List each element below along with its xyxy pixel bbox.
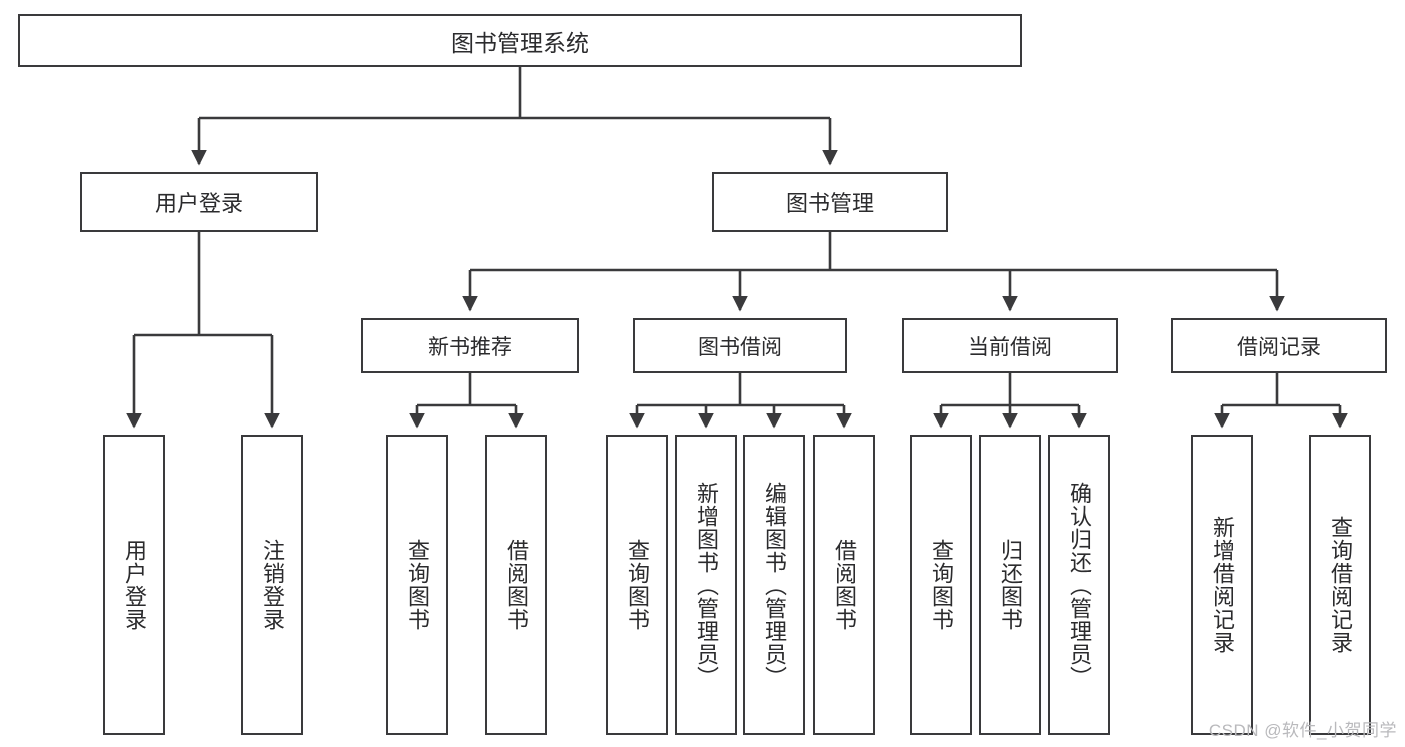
node-leaf-return-book[interactable]: 归还图书 xyxy=(979,435,1041,735)
node-book-borrow[interactable]: 图书借阅 xyxy=(633,318,847,373)
node-leaf-borrow-book-1[interactable]: 借阅图书 xyxy=(485,435,547,735)
node-label: 确认归还（管理员） xyxy=(1066,481,1092,689)
node-label: 新书推荐 xyxy=(428,335,512,359)
node-label: 编辑图书（管理员） xyxy=(761,481,787,689)
node-book-management[interactable]: 图书管理 xyxy=(712,172,948,232)
node-label: 用户登录 xyxy=(154,191,243,216)
node-leaf-borrow-book-2[interactable]: 借阅图书 xyxy=(813,435,875,735)
node-label: 归还图书 xyxy=(997,539,1023,631)
node-leaf-query-book-2[interactable]: 查询图书 xyxy=(606,435,668,735)
node-leaf-user-login[interactable]: 用户登录 xyxy=(103,435,165,735)
node-label: 图书管理系统 xyxy=(451,29,589,56)
node-label: 查询借阅记录 xyxy=(1327,516,1353,654)
node-label: 查询图书 xyxy=(404,539,430,631)
node-label: 用户登录 xyxy=(121,539,147,631)
node-leaf-confirm-return[interactable]: 确认归还（管理员） xyxy=(1048,435,1110,735)
node-leaf-logout[interactable]: 注销登录 xyxy=(241,435,303,735)
node-label: 当前借阅 xyxy=(968,335,1052,359)
node-label: 借阅图书 xyxy=(831,539,857,631)
node-new-book-recommend[interactable]: 新书推荐 xyxy=(361,318,579,373)
node-label: 查询图书 xyxy=(928,539,954,631)
node-label: 新增图书（管理员） xyxy=(693,481,719,689)
node-label: 注销登录 xyxy=(259,539,285,631)
node-label: 查询图书 xyxy=(624,539,650,631)
node-borrow-record[interactable]: 借阅记录 xyxy=(1171,318,1387,373)
node-label: 图书借阅 xyxy=(698,335,782,359)
node-leaf-query-book-1[interactable]: 查询图书 xyxy=(386,435,448,735)
node-current-borrow[interactable]: 当前借阅 xyxy=(902,318,1118,373)
csdn-watermark: CSDN @软件_小贺同学 xyxy=(1208,721,1397,740)
node-leaf-edit-book[interactable]: 编辑图书（管理员） xyxy=(743,435,805,735)
node-leaf-add-record[interactable]: 新增借阅记录 xyxy=(1191,435,1253,735)
node-label: 图书管理 xyxy=(785,191,874,216)
node-leaf-query-book-3[interactable]: 查询图书 xyxy=(910,435,972,735)
node-leaf-add-book[interactable]: 新增图书（管理员） xyxy=(675,435,737,735)
node-label: 新增借阅记录 xyxy=(1209,516,1235,654)
node-label: 借阅图书 xyxy=(503,539,529,631)
node-leaf-query-record[interactable]: 查询借阅记录 xyxy=(1309,435,1371,735)
node-root-system[interactable]: 图书管理系统 xyxy=(18,14,1022,67)
node-label: 借阅记录 xyxy=(1237,335,1321,359)
node-user-login[interactable]: 用户登录 xyxy=(80,172,318,232)
